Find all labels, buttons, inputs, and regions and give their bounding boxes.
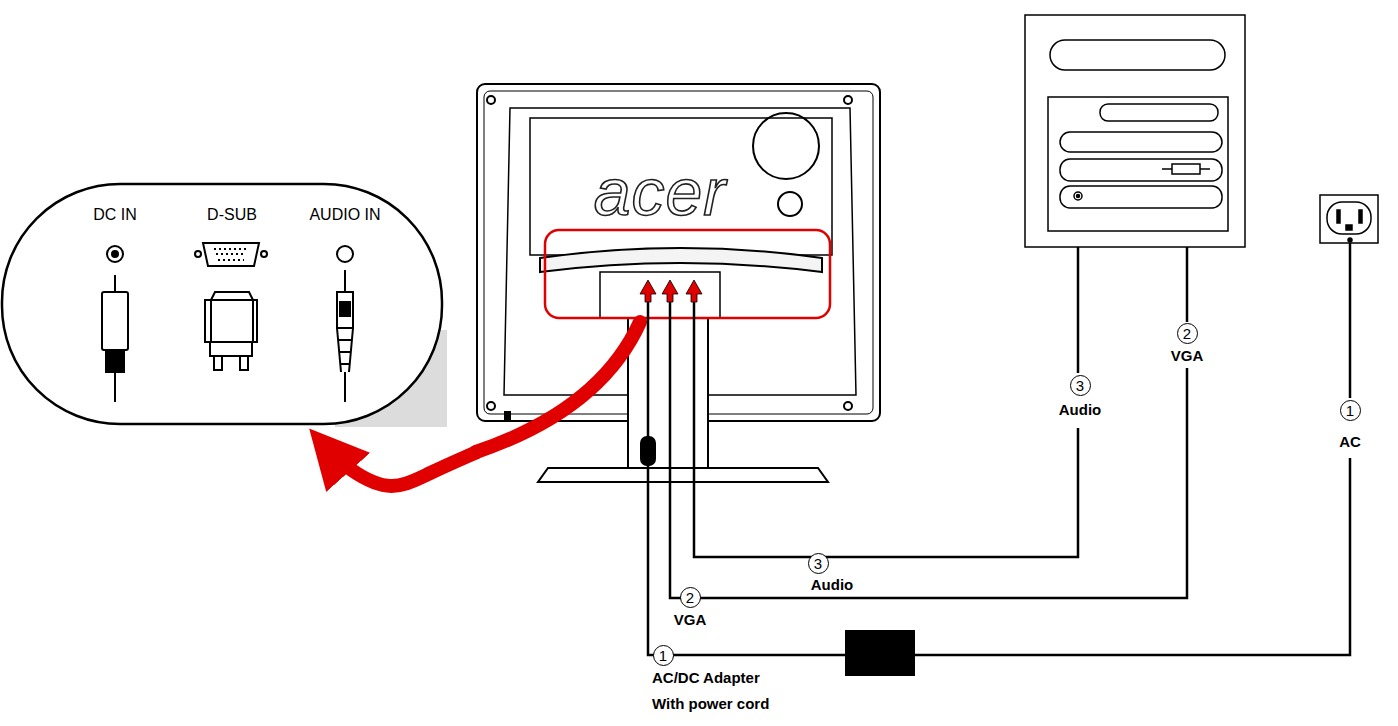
dsub-connector [195,243,267,370]
dsub-connector [210,342,252,356]
monitor-back [505,412,510,419]
audio-jack [337,328,353,372]
connector-highlight [545,230,830,318]
computer [1200,168,1210,170]
wall-outlet [1359,210,1362,223]
cable [648,300,845,655]
monitor-back [530,118,832,255]
wall-outlet [1346,225,1352,230]
dsub-connector [261,251,267,257]
computer [1060,159,1222,181]
computer [1025,15,1245,247]
dc-jack [112,251,118,257]
connector-highlight [545,230,830,318]
computer [1060,186,1222,208]
dsub-connector [214,356,248,370]
port-label: AUDIO IN [309,206,380,224]
plug-arrow [686,280,702,302]
cable-label: VGA [1169,348,1206,365]
computer [1100,104,1218,121]
computer [1162,168,1172,170]
red-pointer-arrow [325,446,477,486]
cable-label: Audio [809,577,856,594]
monitor-back [487,402,495,410]
cable [694,300,1078,557]
monitor-back [844,96,852,104]
callout-number: 2 [1177,323,1198,344]
cable-label: VGA [672,612,709,629]
wall-outlet [1320,195,1378,243]
plug-arrow [640,280,702,302]
computer [1050,40,1225,70]
dsub-connector [205,300,257,342]
computer [1074,192,1082,200]
plug-arrow [662,280,678,302]
audio-jack [344,270,346,292]
dc-jack [107,246,123,262]
monitor-back [538,468,828,482]
plug-arrow [640,280,656,302]
audio-jack [337,292,353,328]
dsub-connector [203,243,259,266]
monitor-back [753,113,819,179]
zoom-callout: DC IN D-SUB AUDIO IN [2,184,442,424]
red-curve-start [476,322,640,452]
monitor-back [844,402,852,410]
wall-outlet [1320,195,1378,243]
audio-jack [340,302,350,316]
callout-number: 3 [1070,375,1091,396]
monitor-back [628,318,708,468]
cable-label: AC/DC Adapter [650,670,762,687]
power-adapter [640,436,656,466]
zoom-bubble [2,184,442,424]
monitor-back [540,248,822,272]
port-label: D-SUB [207,206,257,224]
callout-number: 1 [1340,400,1361,421]
zoom-bubble [2,184,447,427]
monitor-back [778,192,802,216]
computer [1060,132,1222,152]
audio-jack [344,372,346,402]
dc-jack [102,246,128,402]
computer [1025,15,1245,247]
wall-outlet [1337,210,1340,223]
audio-jack [337,246,353,402]
port-label: DC IN [93,206,137,224]
cable-label: With power cord [650,696,771,713]
wall-outlet [1327,202,1371,234]
cable [915,458,1350,655]
dsub-connector [214,249,248,260]
cable [670,300,1187,598]
computer [1048,97,1228,231]
monitor-back [487,96,495,104]
monitor-back [600,272,720,318]
dc-jack [106,350,124,372]
callout-number: 3 [808,553,829,574]
callout-number: 1 [653,645,674,666]
dc-jack [114,275,116,292]
cable [1349,240,1352,398]
brand-logo: acer [594,156,726,229]
dc-jack [102,292,128,350]
power-adapter [640,436,915,676]
audio-jack [337,246,353,262]
callout-number: 2 [680,587,701,608]
dc-jack [114,372,116,402]
cable-label: Audio [1057,402,1104,419]
dsub-connector [195,251,201,257]
monitor-back [477,84,880,482]
computer [1077,195,1080,198]
computer [1172,164,1200,174]
power-adapter [845,630,915,676]
red-curve-start [476,322,640,452]
monitor: acer [477,84,880,484]
cable-label: AC [1337,434,1363,451]
wall-outlet [1348,238,1352,242]
